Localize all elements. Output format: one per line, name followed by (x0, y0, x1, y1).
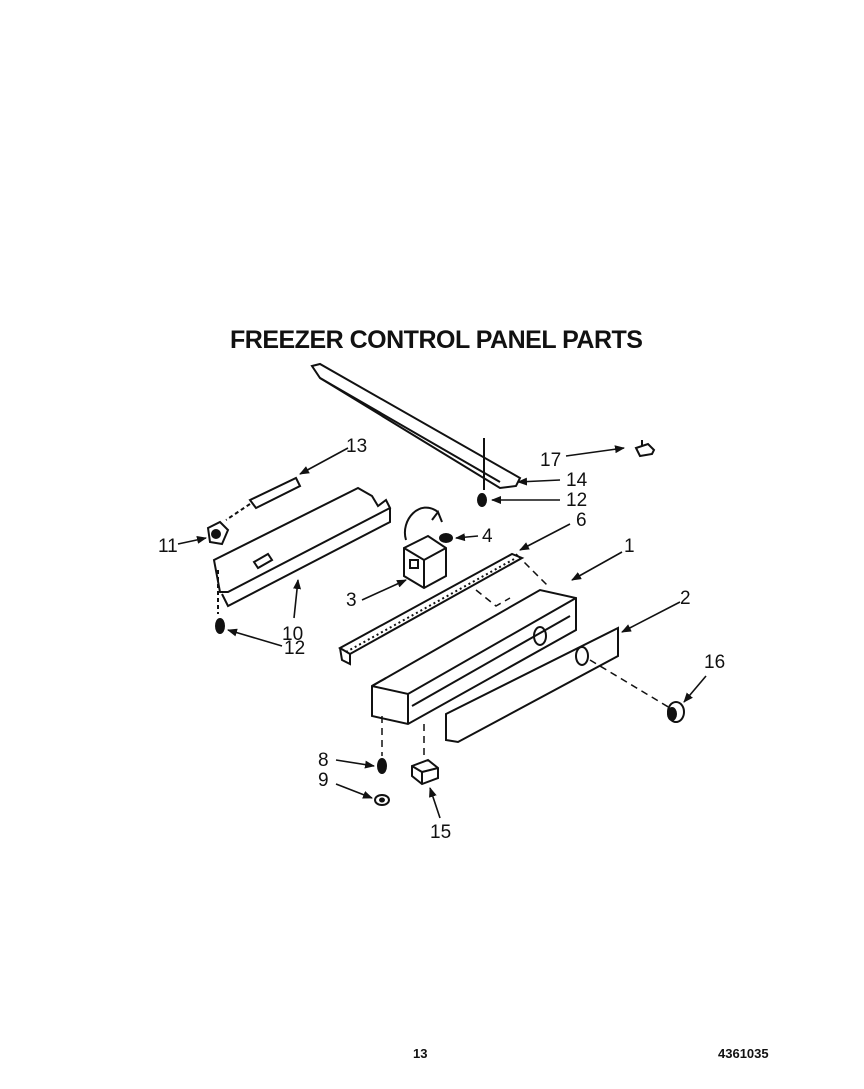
callout-6: 6 (576, 510, 587, 531)
callout-16: 16 (704, 652, 725, 673)
part-10-mounting-bracket (212, 486, 392, 614)
part-8-screw (377, 758, 387, 774)
callout-14: 14 (566, 470, 588, 491)
diagram-title: FREEZER CONTROL PANEL PARTS (230, 326, 643, 354)
callout-12-upper: 12 (566, 490, 587, 511)
part-12-screw-lower (215, 618, 225, 634)
callout-13: 13 (346, 436, 367, 457)
part-2-panel-face (445, 626, 619, 744)
part-6-strip (337, 552, 525, 666)
callout-3: 3 (346, 590, 357, 611)
part-17-clip (634, 440, 656, 458)
part-13-sensing-bulb (225, 476, 302, 521)
document-number: 4361035 (718, 1046, 769, 1061)
part-9-washer (374, 794, 390, 806)
callout-leaders (177, 445, 707, 819)
callout-9: 9 (318, 770, 329, 791)
part-12-screw-upper (477, 493, 487, 507)
part-11-clip (206, 520, 230, 546)
part-4-screw (439, 533, 453, 543)
callout-4: 4 (482, 526, 493, 547)
page-number: 13 (413, 1046, 428, 1061)
callout-17: 17 (540, 450, 561, 471)
callout-2: 2 (680, 588, 691, 609)
callout-11: 11 (158, 536, 178, 557)
part-1-panel-housing (371, 588, 577, 726)
callout-15: 15 (430, 822, 451, 843)
callout-12-lower: 12 (284, 638, 305, 659)
assembly-guide-lines (381, 553, 671, 760)
callout-1: 1 (624, 536, 635, 557)
part-15-foot (411, 758, 439, 786)
part-3-thermostat (403, 506, 447, 590)
callout-8: 8 (318, 750, 329, 771)
part-14-bracket (310, 362, 522, 490)
part-16-knob (667, 701, 685, 723)
callout-10: 10 (282, 624, 303, 645)
callout-labels: 13 17 14 12 11 4 6 1 3 10 2 12 16 8 9 15 (158, 436, 725, 843)
